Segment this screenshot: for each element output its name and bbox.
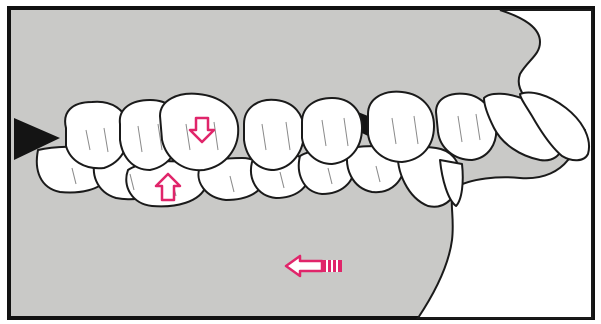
mesial-arrow-tail [322, 260, 342, 272]
upper-tooth-4 [244, 100, 304, 170]
upper-tooth-6 [368, 92, 434, 162]
upper-tooth-1 [65, 102, 128, 169]
upper-tooth-5 [302, 98, 362, 164]
